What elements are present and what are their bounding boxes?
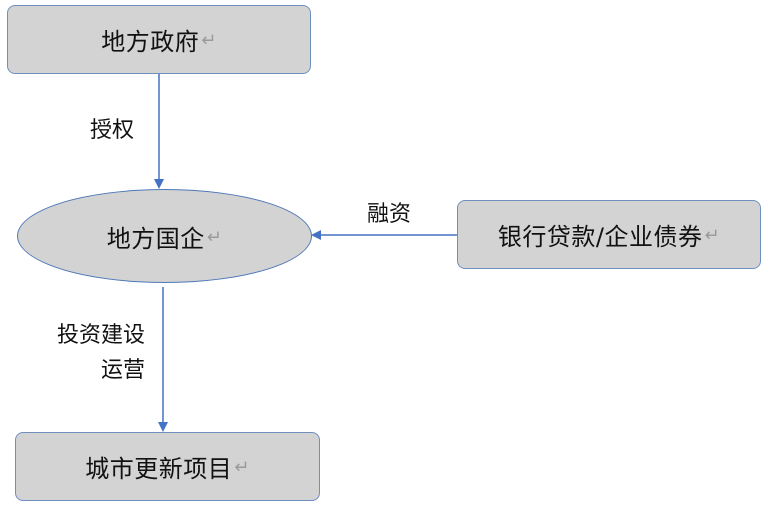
edge-label-investment-line1: 投资建设	[56, 323, 145, 348]
return-mark-icon: ↵	[206, 226, 223, 248]
node-local-government: 地方政府↵	[7, 5, 311, 74]
edge-label-investment-line2: 运营	[100, 358, 145, 384]
node-local-soe-label: 地方国企	[106, 224, 205, 253]
return-mark-icon: ↵	[234, 457, 250, 478]
edge-label-financing: 融资	[367, 202, 412, 227]
edge-label-authorize: 授权	[90, 118, 135, 143]
return-mark-icon: ↵	[704, 225, 721, 246]
edge-label-investment: 投资建设 运营	[30, 318, 145, 388]
node-local-government-label: 地方政府	[101, 28, 200, 56]
node-bank-loans-bonds: 银行贷款/企业债券↵	[457, 200, 761, 269]
return-mark-icon: ↵	[201, 30, 217, 51]
node-local-soe: 地方国企↵	[17, 189, 312, 283]
node-urban-renewal: 城市更新项目↵	[15, 432, 320, 501]
node-urban-renewal-label: 城市更新项目	[85, 455, 233, 483]
node-bank-loans-bonds-label: 银行贷款/企业债券	[497, 223, 703, 251]
